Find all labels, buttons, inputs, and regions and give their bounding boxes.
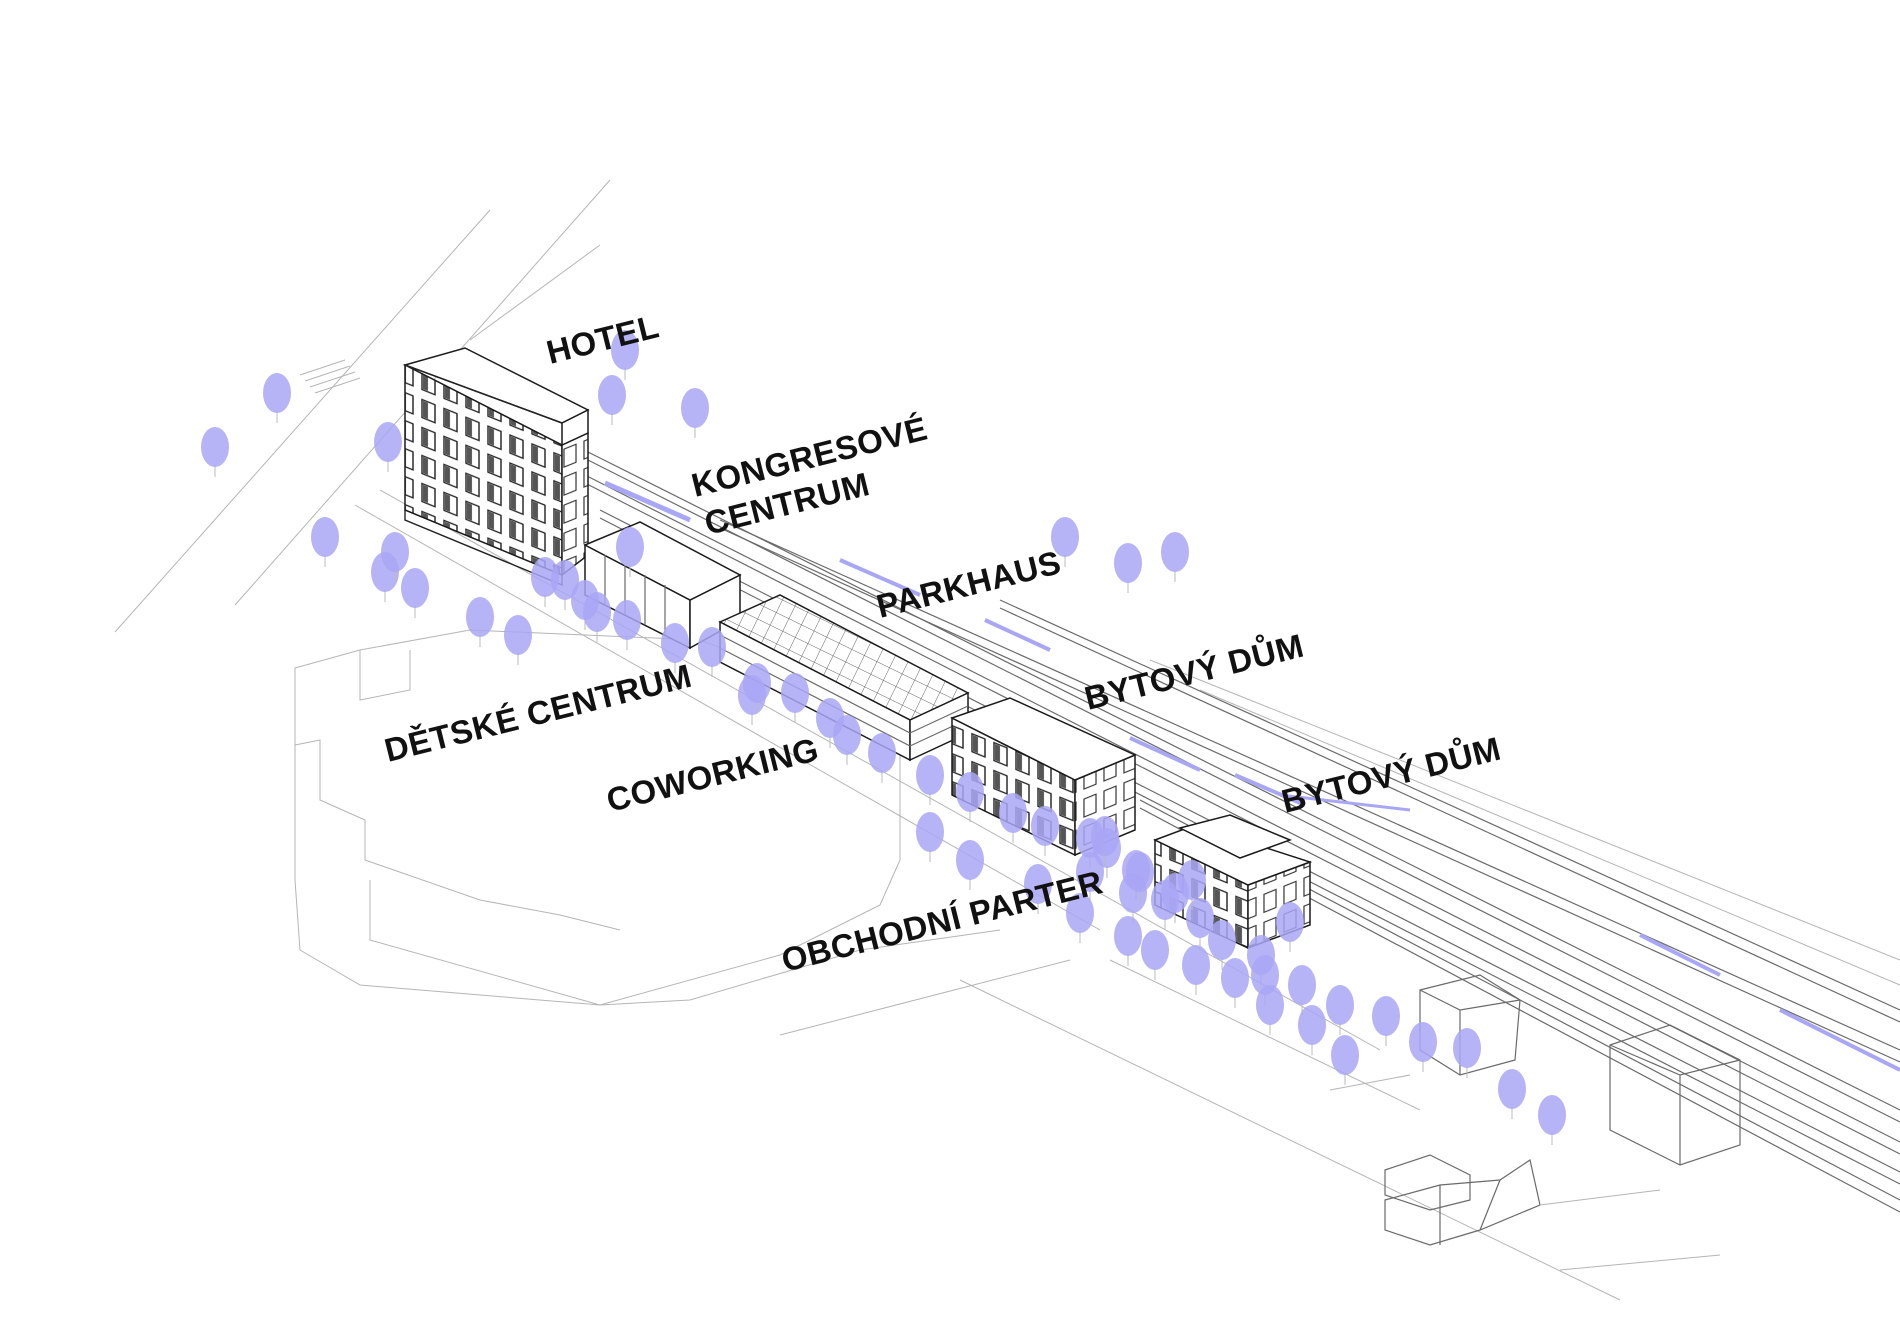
tree-icon bbox=[1298, 1005, 1326, 1055]
tree-icon bbox=[956, 772, 984, 822]
tree-icon bbox=[311, 517, 339, 567]
tree-icon bbox=[1051, 517, 1079, 567]
tree-icon bbox=[868, 733, 896, 783]
tree-icon bbox=[1151, 880, 1179, 930]
tree-icon bbox=[781, 673, 809, 723]
label-detske-centrum: DĚTSKÉ CENTRUM bbox=[381, 657, 696, 769]
tree-icon bbox=[698, 627, 726, 677]
label-parkhaus: PARKHAUS bbox=[873, 543, 1065, 625]
tree-icon bbox=[1114, 916, 1142, 966]
tree-icon bbox=[598, 375, 626, 425]
tree-icon bbox=[999, 793, 1027, 843]
tree-icon bbox=[1276, 902, 1304, 952]
tree-icon bbox=[956, 840, 984, 890]
tree-icon bbox=[1178, 860, 1206, 910]
tree-icon bbox=[916, 755, 944, 805]
tree-icon bbox=[1114, 543, 1142, 593]
hotel-building bbox=[402, 347, 590, 587]
tree-icon bbox=[201, 427, 229, 477]
tree-icon bbox=[1331, 1035, 1359, 1085]
tree-icon bbox=[613, 600, 641, 650]
tree-icon bbox=[1031, 806, 1059, 856]
tree-icon bbox=[661, 623, 689, 673]
tree-icon bbox=[611, 330, 639, 380]
tree-icon bbox=[1221, 958, 1249, 1008]
tree-icon bbox=[1538, 1095, 1566, 1145]
tree-icon bbox=[1182, 945, 1210, 995]
label-hotel: HOTEL bbox=[543, 307, 663, 371]
tree-icon bbox=[551, 560, 579, 610]
tree-icon bbox=[374, 422, 402, 472]
label-obchodni-parter: OBCHODNÍ PARTER bbox=[778, 863, 1107, 979]
tree-icon bbox=[1161, 532, 1189, 582]
label-coworking: COWORKING bbox=[603, 730, 823, 818]
label-bytovy-dum-1: BYTOVÝ DŮM bbox=[1080, 624, 1307, 717]
tree-icon bbox=[743, 663, 771, 713]
tree-icon bbox=[616, 527, 644, 577]
tree-icon bbox=[1091, 816, 1119, 866]
tree-icon bbox=[1141, 930, 1169, 980]
tree-icon bbox=[916, 812, 944, 862]
tree-icon bbox=[1409, 1022, 1437, 1072]
trees-layer bbox=[201, 330, 1566, 1145]
tree-icon bbox=[1372, 996, 1400, 1046]
tree-icon bbox=[401, 568, 429, 618]
tree-icon bbox=[681, 388, 709, 438]
tree-icon bbox=[1024, 864, 1052, 914]
tree-icon bbox=[1066, 893, 1094, 943]
tree-icon bbox=[1326, 985, 1354, 1035]
tree-icon bbox=[583, 592, 611, 642]
tree-icon bbox=[504, 615, 532, 665]
tree-icon bbox=[833, 715, 861, 765]
tree-icon bbox=[381, 532, 409, 582]
tree-icon bbox=[1256, 985, 1284, 1035]
tree-icon bbox=[1453, 1028, 1481, 1078]
tree-icon bbox=[466, 597, 494, 647]
label-bytovy-dum-2: BYTOVÝ DŮM bbox=[1277, 727, 1504, 820]
tree-icon bbox=[1208, 920, 1236, 970]
tree-icon bbox=[263, 373, 291, 423]
tree-icon bbox=[1126, 852, 1154, 902]
site-context bbox=[114, 179, 1741, 1301]
tree-icon bbox=[1498, 1069, 1526, 1119]
